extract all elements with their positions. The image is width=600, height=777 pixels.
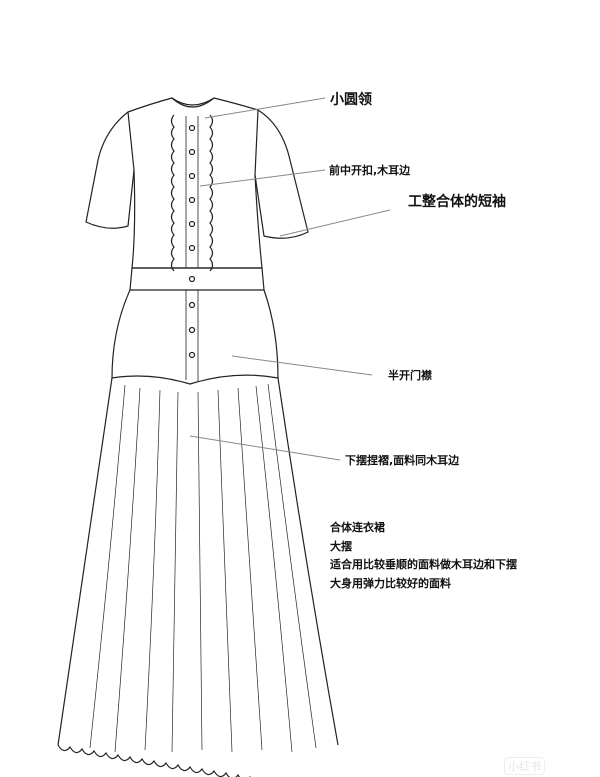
note: 大摆	[330, 539, 352, 553]
note: 合体连衣裙	[330, 521, 385, 534]
skirt-folds	[89, 383, 317, 753]
watermark: 小红书	[504, 757, 545, 775]
label-placket: 半开门襟	[388, 369, 432, 382]
leader-lines	[189, 97, 391, 461]
bodice	[127, 97, 263, 269]
label-front-button: 前中开扣,木耳边	[329, 164, 411, 177]
ruffle-hem	[57, 744, 251, 777]
skirt	[57, 377, 339, 746]
peplum	[111, 289, 279, 385]
label-collar: 小圆领	[330, 92, 372, 108]
design-notes: 合体连衣裙 大摆 适合用比较垂顺的面料做木耳边和下摆 大身用弹力比较好的面料	[330, 519, 517, 593]
left-sleeve	[85, 111, 135, 229]
label-sleeve: 工整合体的短袖	[408, 194, 506, 210]
buttons	[188, 124, 196, 359]
note: 适合用比较垂顺的面料做木耳边和下摆	[330, 558, 517, 571]
neckline	[171, 97, 215, 106]
label-skirt: 下摆捏褶,面料同木耳边	[345, 454, 460, 467]
right-sleeve	[254, 109, 309, 239]
note: 大身用弹力比较好的面料	[330, 576, 451, 590]
waistband	[129, 267, 265, 291]
ruffle-band	[170, 114, 214, 272]
